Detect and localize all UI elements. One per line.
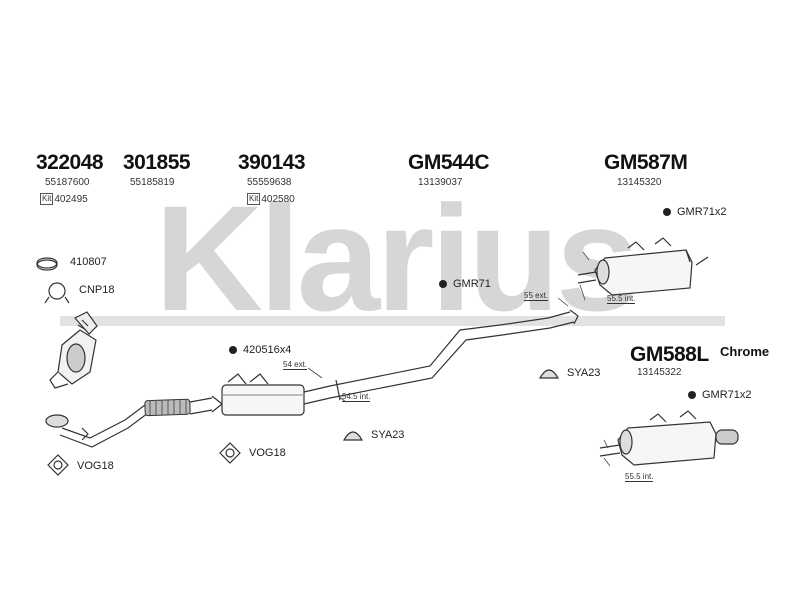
front-pipe-part[interactable] <box>45 404 149 448</box>
part-number-gm588l[interactable]: GM588L <box>630 343 709 366</box>
catalytic-converter-part[interactable] <box>49 311 98 389</box>
part-number-gm587m[interactable]: GM587M <box>604 151 688 174</box>
part-number-gm544c[interactable]: GM544C <box>408 151 490 174</box>
measurement-55-5-int-top: 55.5 int. <box>607 294 636 304</box>
oe-number-55559638: 55559638 <box>247 177 292 188</box>
accessory-410807[interactable]: 410807 <box>70 256 107 268</box>
flex-pipe-part[interactable] <box>144 398 191 417</box>
accessory-vog18-mid[interactable]: VOG18 <box>249 447 286 459</box>
gasket-mid-icon <box>219 442 241 464</box>
accessory-gmr71x2-bottom[interactable]: GMR71x2 <box>702 389 752 401</box>
oe-number-13139037: 13139037 <box>418 177 463 188</box>
kit-label: Kit <box>247 193 261 205</box>
kit-number-402495: Kit 402495 <box>40 193 88 205</box>
center-silencer-part[interactable] <box>221 373 331 416</box>
accessory-sya23-right[interactable]: SYA23 <box>567 367 601 379</box>
part-number-301855[interactable]: 301855 <box>123 151 191 174</box>
hanger-right-icon <box>538 369 560 379</box>
accessory-sya23-mid[interactable]: SYA23 <box>371 429 405 441</box>
measurement-55-5-int-bottom: 55.5 int. <box>625 472 654 482</box>
measurement-54-ext: 54 ext. <box>283 360 308 370</box>
measurement-55-ext: 55 ext. <box>524 291 549 301</box>
oe-number-55187600: 55187600 <box>45 177 90 188</box>
kit-number-402580: Kit 402580 <box>247 193 295 205</box>
rubber-mount-icons <box>229 208 696 399</box>
oe-number-13145322: 13145322 <box>637 367 682 378</box>
kit-value: 402580 <box>261 193 295 205</box>
oe-number-55185819: 55185819 <box>130 177 175 188</box>
watermark-bar <box>60 316 725 326</box>
measurement-54-5-int: 54.5 int. <box>342 392 371 402</box>
chrome-note: Chrome <box>720 344 770 359</box>
clamp-cnp-icon <box>44 282 70 304</box>
hanger-mid-icon <box>342 431 364 441</box>
part-number-390143[interactable]: 390143 <box>238 151 306 174</box>
watermark-text: Klarius <box>155 174 636 342</box>
part-number-322048[interactable]: 322048 <box>36 151 104 174</box>
accessory-gmr71x2-top[interactable]: GMR71x2 <box>677 206 727 218</box>
accessory-vog18-left[interactable]: VOG18 <box>77 460 114 472</box>
kit-value: 402495 <box>54 193 88 205</box>
rear-silencer-bottom-part[interactable] <box>599 410 739 466</box>
mid-pipe[interactable] <box>189 395 223 415</box>
clamp-ring-icon <box>36 257 58 271</box>
accessory-gmr71[interactable]: GMR71 <box>453 278 491 290</box>
accessory-cnp18[interactable]: CNP18 <box>79 284 115 296</box>
rear-silencer-top-part[interactable] <box>577 237 709 296</box>
tail-pipe-part[interactable] <box>329 309 579 401</box>
kit-label: Kit <box>40 193 54 205</box>
oe-number-13145320: 13145320 <box>617 177 662 188</box>
gasket-icon <box>47 454 69 476</box>
accessory-420516x4[interactable]: 420516x4 <box>243 344 292 356</box>
